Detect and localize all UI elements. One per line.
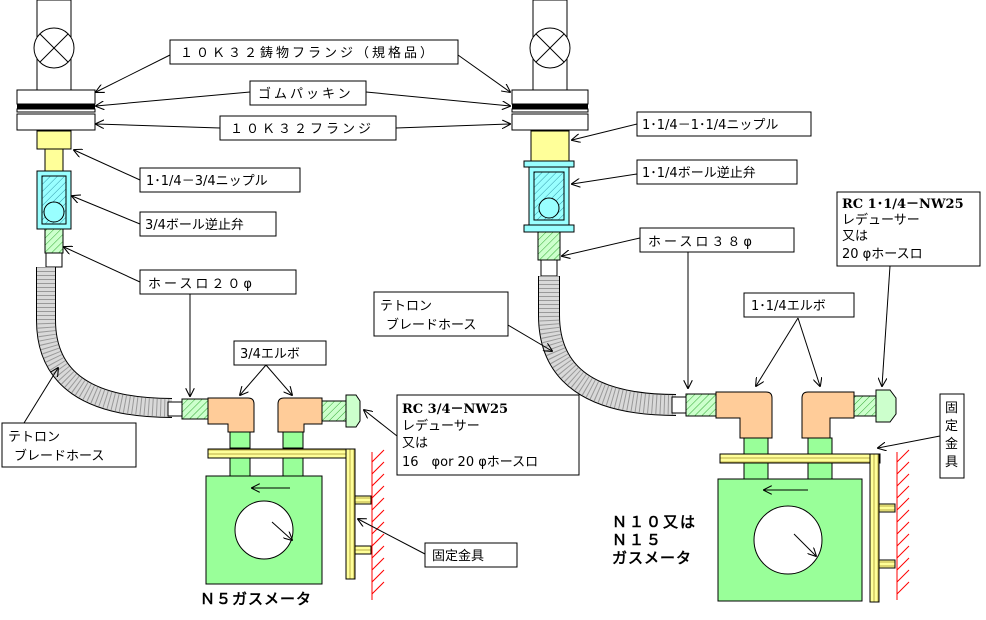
svg-text:1･1/4－3/4ニップル: 1･1/4－3/4ニップル <box>146 174 268 189</box>
right-elbow-1 <box>715 391 773 439</box>
svg-text:１０Ｋ３２フランジ: １０Ｋ３２フランジ <box>230 122 374 137</box>
svg-text:具: 具 <box>945 455 958 470</box>
left-wall <box>371 449 385 600</box>
right-hose <box>538 276 677 416</box>
label-flange-cast: １０Ｋ３２鋳物フランジ（規格品） <box>169 39 459 65</box>
left-nipple <box>36 130 72 150</box>
right-hose-port <box>537 231 561 261</box>
svg-text:金: 金 <box>945 436 958 452</box>
label-right-nipple: 1･1/4－1･1/4ニップル <box>636 111 812 137</box>
svg-text:レデューサー: レデューサー <box>402 418 480 434</box>
svg-text:１０Ｋ３２鋳物フランジ（規格品）: １０Ｋ３２鋳物フランジ（規格品） <box>180 45 436 61</box>
right-meter-title-line3: ガスメータ <box>612 549 692 567</box>
label-rubber-packing: ゴムパッキン <box>249 80 367 106</box>
right-meter-title-line2: Ｎ１５ <box>612 531 663 549</box>
left-reducer <box>321 400 347 422</box>
svg-text:RC 1･1/4－NW25: RC 1･1/4－NW25 <box>842 197 964 212</box>
label-left-check-valve: 3/4ボール逆止弁 <box>139 211 277 237</box>
right-valve-icon <box>529 27 571 69</box>
left-assembly <box>16 0 385 600</box>
right-flange <box>511 113 589 131</box>
left-rubber-packing <box>17 104 95 109</box>
svg-text:RC 3/4－NW25: RC 3/4－NW25 <box>402 402 508 417</box>
svg-text:ブレードホース: ブレードホース <box>14 448 104 464</box>
right-reducer <box>853 395 877 417</box>
label-left-bracket: 固定金具 <box>424 542 518 568</box>
svg-text:ホースロ２０φ: ホースロ２０φ <box>148 277 255 292</box>
svg-text:固: 固 <box>945 401 958 416</box>
svg-text:16 φor 20 φホースロ: 16 φor 20 φホースロ <box>402 455 538 470</box>
left-hose-port <box>44 228 64 254</box>
left-bracket-bar <box>207 448 355 459</box>
svg-text:又は: 又は <box>402 436 428 451</box>
right-bracket-post <box>869 453 880 603</box>
right-elbow-2 <box>801 391 855 439</box>
svg-text:ホースロ３８φ: ホースロ３８φ <box>648 235 755 250</box>
right-assembly <box>511 0 910 603</box>
leader-lines <box>23 54 941 555</box>
svg-text:1･1/4－1･1/4ニップル: 1･1/4－1･1/4ニップル <box>642 118 778 133</box>
right-check-valve <box>528 166 570 226</box>
svg-text:テトロン: テトロン <box>8 430 60 445</box>
label-right-check-valve: 1･1/4ボール逆止弁 <box>636 159 798 185</box>
left-elbow-2 <box>277 397 323 433</box>
left-gas-meter <box>205 475 323 585</box>
svg-text:定: 定 <box>945 419 958 434</box>
label-left-nipple: 1･1/4－3/4ニップル <box>139 167 301 193</box>
right-bracket-bar <box>719 453 881 464</box>
label-left-elbow: 3/4エルボ <box>233 340 327 366</box>
label-flange-10k32: １０Ｋ３２フランジ <box>219 115 397 141</box>
left-elbow-1 <box>207 397 255 433</box>
svg-text:固定金具: 固定金具 <box>432 548 484 564</box>
svg-text:ブレードホース: ブレードホース <box>386 317 476 333</box>
left-flange <box>16 113 96 131</box>
svg-text:レデューサー: レデューサー <box>842 212 920 228</box>
right-nipple <box>530 130 570 162</box>
right-wall <box>896 449 910 600</box>
svg-text:3/4ボール逆止弁: 3/4ボール逆止弁 <box>145 217 244 233</box>
label-left-hose: テトロン ブレードホース <box>1 422 137 468</box>
svg-text:又は: 又は <box>842 229 868 244</box>
label-left-hose-port: ホースロ２０φ <box>139 269 297 295</box>
left-valve-icon <box>33 27 75 69</box>
svg-text:1･1/4ボール逆止弁: 1･1/4ボール逆止弁 <box>642 165 756 181</box>
label-left-reducer: RC 3/4－NW25 レデューサー 又は 16 φor 20 φホースロ <box>396 394 580 476</box>
right-cast-flange <box>511 89 589 105</box>
svg-text:20 φホースロ: 20 φホースロ <box>842 247 923 262</box>
label-right-hose: テトロン ブレードホース <box>373 291 509 337</box>
svg-text:ゴムパッキン: ゴムパッキン <box>258 86 354 102</box>
svg-text:テトロン: テトロン <box>380 299 432 314</box>
right-gas-meter <box>717 478 863 602</box>
left-bracket-post <box>345 448 356 580</box>
right-rubber-packing <box>512 104 588 109</box>
left-cast-flange <box>16 89 96 105</box>
svg-text:1･1/4エルボ: 1･1/4エルボ <box>751 299 826 314</box>
label-right-reducer: RC 1･1/4－NW25 レデューサー 又は 20 φホースロ <box>836 191 981 267</box>
label-right-hose-port: ホースロ３８φ <box>639 227 795 253</box>
label-right-bracket: 固 定 金 具 <box>939 393 965 479</box>
right-meter-title-line1: Ｎ１０又は <box>612 513 697 531</box>
svg-text:3/4エルボ: 3/4エルボ <box>240 347 300 362</box>
left-meter-title: Ｎ５ガスメータ <box>200 590 312 608</box>
left-check-valve <box>36 170 72 230</box>
label-right-elbow: 1･1/4エルボ <box>743 292 855 318</box>
